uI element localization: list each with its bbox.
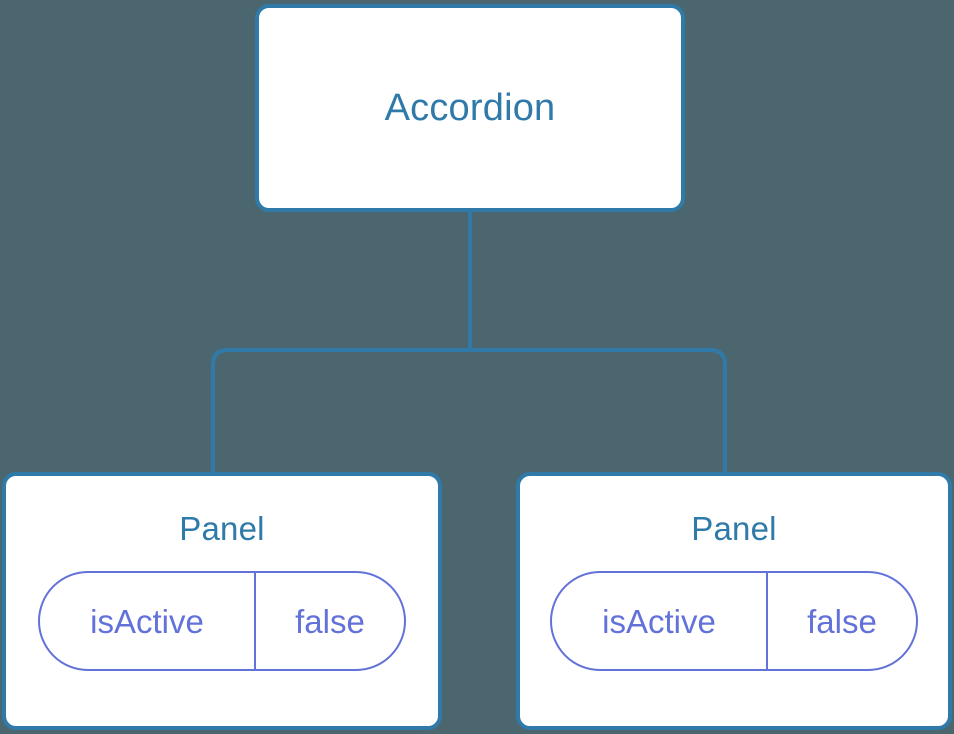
node-panel-1-title: Panel [179,510,265,547]
connector-branch-right [470,348,727,474]
prop-value: false [254,573,404,669]
connector-branch-left [211,348,470,474]
prop-value: false [766,573,916,669]
node-accordion-title: Accordion [384,87,556,129]
prop-key: isActive [90,602,204,640]
prop-pill-panel-2-isactive[interactable]: isActive false [550,571,918,671]
prop-key: isActive [602,602,716,640]
node-accordion[interactable]: Accordion [255,4,685,212]
node-panel-2[interactable]: Panel isActive false [516,472,952,730]
node-panel-1[interactable]: Panel isActive false [2,472,442,730]
node-panel-2-title: Panel [691,510,777,547]
prop-pill-panel-1-isactive[interactable]: isActive false [38,571,406,671]
